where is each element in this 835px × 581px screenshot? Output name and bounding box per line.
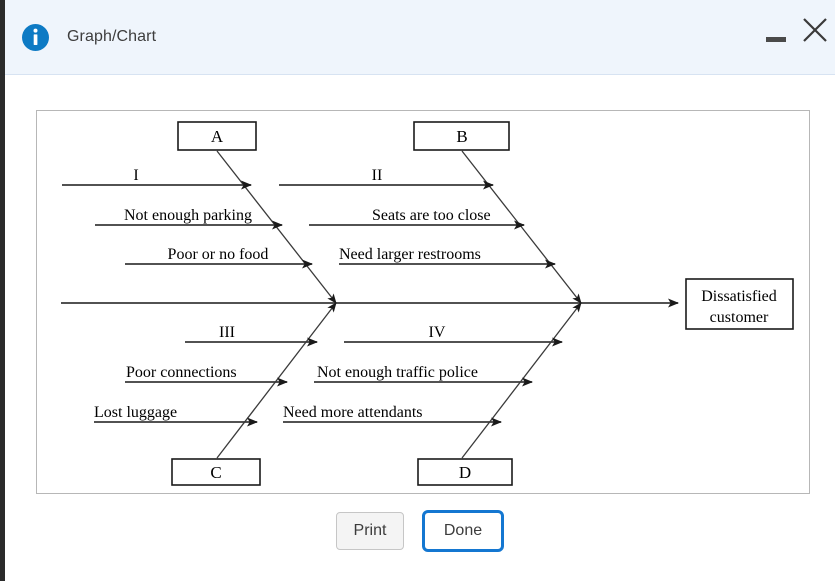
cause-label-c1: III — [219, 324, 235, 341]
cause-label-c2: Poor connections — [126, 364, 237, 381]
diagram-panel: A B C D Dissatisfied customer — [36, 110, 810, 494]
category-box-a: A — [177, 121, 257, 151]
fishbone-diagram: A B C D Dissatisfied customer — [61, 121, 794, 486]
category-box-d-label: D — [459, 463, 471, 482]
done-button[interactable]: Done — [422, 510, 504, 552]
minimize-icon — [766, 37, 786, 42]
footer-actions: Print Done — [5, 510, 835, 574]
effect-box-line2: customer — [710, 309, 769, 326]
print-button[interactable]: Print — [336, 512, 404, 550]
close-button[interactable] — [798, 10, 832, 50]
cause-label-a2: Not enough parking — [124, 207, 252, 224]
category-box-c: C — [171, 458, 261, 486]
minimize-button[interactable] — [763, 22, 791, 50]
cause-label-d1: IV — [429, 324, 446, 341]
category-box-a-label: A — [211, 127, 224, 146]
bone-a — [216, 150, 337, 304]
cause-label-a3: Poor or no food — [168, 246, 269, 263]
bone-c — [216, 302, 337, 459]
close-icon — [798, 18, 832, 54]
info-circle-icon — [22, 24, 49, 51]
window-title: Graph/Chart — [67, 28, 157, 45]
cause-label-a1: I — [133, 167, 138, 184]
effect-box-line1: Dissatisfied — [701, 288, 777, 305]
cause-label-b1: II — [372, 167, 383, 184]
category-box-b: B — [413, 121, 510, 151]
bone-d — [461, 302, 582, 459]
category-box-d: D — [417, 458, 513, 486]
cause-label-d3: Need more attendants — [283, 404, 423, 421]
bone-b — [461, 150, 582, 304]
title-bar: Graph/Chart — [5, 0, 835, 75]
cause-label-c3: Lost luggage — [94, 404, 177, 421]
cause-label-b3: Need larger restrooms — [339, 246, 481, 263]
cause-label-d2: Not enough traffic police — [317, 364, 478, 381]
category-box-b-label: B — [456, 127, 467, 146]
effect-box: Dissatisfied customer — [685, 278, 794, 330]
cause-label-b2: Seats are too close — [372, 207, 491, 224]
category-box-c-label: C — [210, 463, 221, 482]
